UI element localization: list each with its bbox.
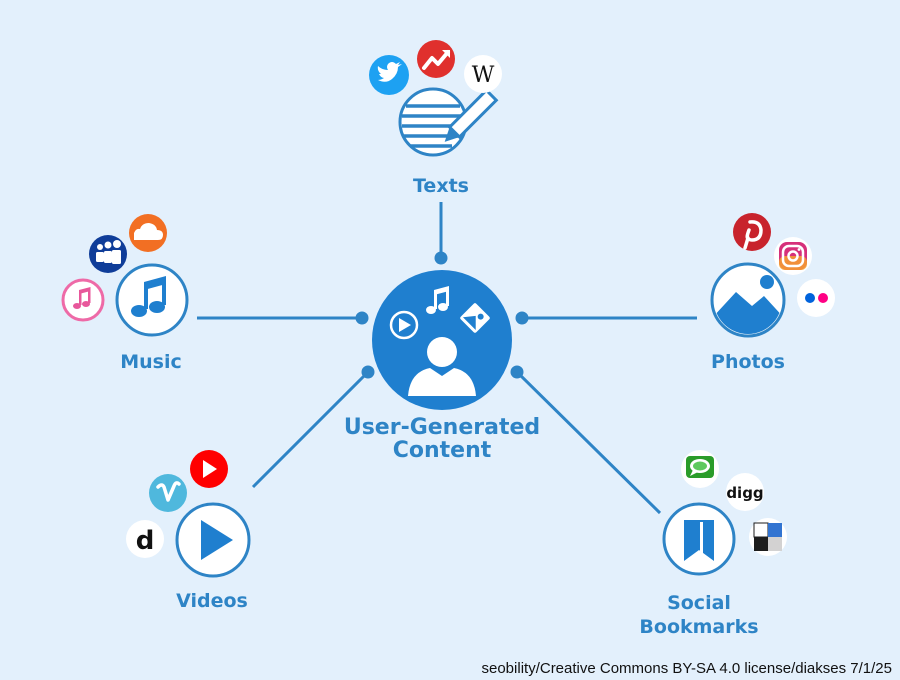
videos-label: Videos	[176, 590, 248, 612]
center-title: User-Generated Content	[322, 416, 562, 462]
photos-node	[710, 213, 835, 338]
music-note-icon	[115, 263, 189, 337]
center-hub	[372, 270, 512, 410]
connector-dot	[515, 311, 529, 325]
photos-label: Photos	[711, 351, 785, 373]
connector-dot	[361, 365, 375, 379]
texts-node: W	[369, 40, 502, 157]
user-icon	[408, 337, 476, 396]
instagram-icon	[774, 237, 812, 275]
soundcloud-icon	[129, 214, 167, 252]
music-label: Music	[120, 351, 182, 373]
connector-bookmarks	[515, 370, 662, 515]
digg-icon: digg	[726, 473, 764, 511]
twitter-icon	[369, 55, 409, 95]
flickr-icon	[797, 279, 835, 317]
music-small-icon	[426, 286, 449, 314]
wikipedia-icon: W	[464, 55, 502, 93]
itunes-icon	[61, 278, 105, 322]
play-small-icon	[389, 310, 419, 340]
bookmarks-node: digg	[662, 450, 787, 576]
photo-tag-icon	[460, 303, 490, 333]
connector-videos	[251, 370, 370, 489]
bookmarks-label-line1: Social	[667, 592, 731, 614]
dailymotion-icon: d	[126, 520, 164, 558]
bookmarks-label: Social Bookmarks	[619, 591, 779, 639]
trending-arrow-icon	[417, 40, 455, 78]
connectors	[197, 202, 697, 515]
pencil-icon	[444, 88, 499, 142]
center-title-line1: User-Generated	[343, 415, 541, 440]
dailymotion-letter: d	[136, 526, 155, 556]
music-node	[61, 214, 189, 337]
chat-bubble-icon	[681, 450, 719, 488]
texts-label: Texts	[413, 175, 469, 197]
center-title-line2: Content	[392, 438, 492, 463]
videos-node: d	[126, 450, 251, 578]
digg-wordmark: digg	[726, 484, 763, 502]
wikipedia-letter: W	[472, 63, 495, 88]
connector-dot	[355, 311, 369, 325]
youtube-icon	[190, 450, 228, 488]
myspace-icon	[89, 235, 127, 273]
connector-dot	[510, 365, 524, 379]
credit-text: seobility/Creative Commons BY-SA 4.0 lic…	[481, 660, 893, 677]
bookmarks-label-line2: Bookmarks	[639, 616, 759, 638]
vimeo-icon	[149, 474, 187, 512]
connector-dot	[434, 251, 448, 265]
pinterest-icon	[733, 213, 771, 251]
delicious-icon	[749, 518, 787, 556]
